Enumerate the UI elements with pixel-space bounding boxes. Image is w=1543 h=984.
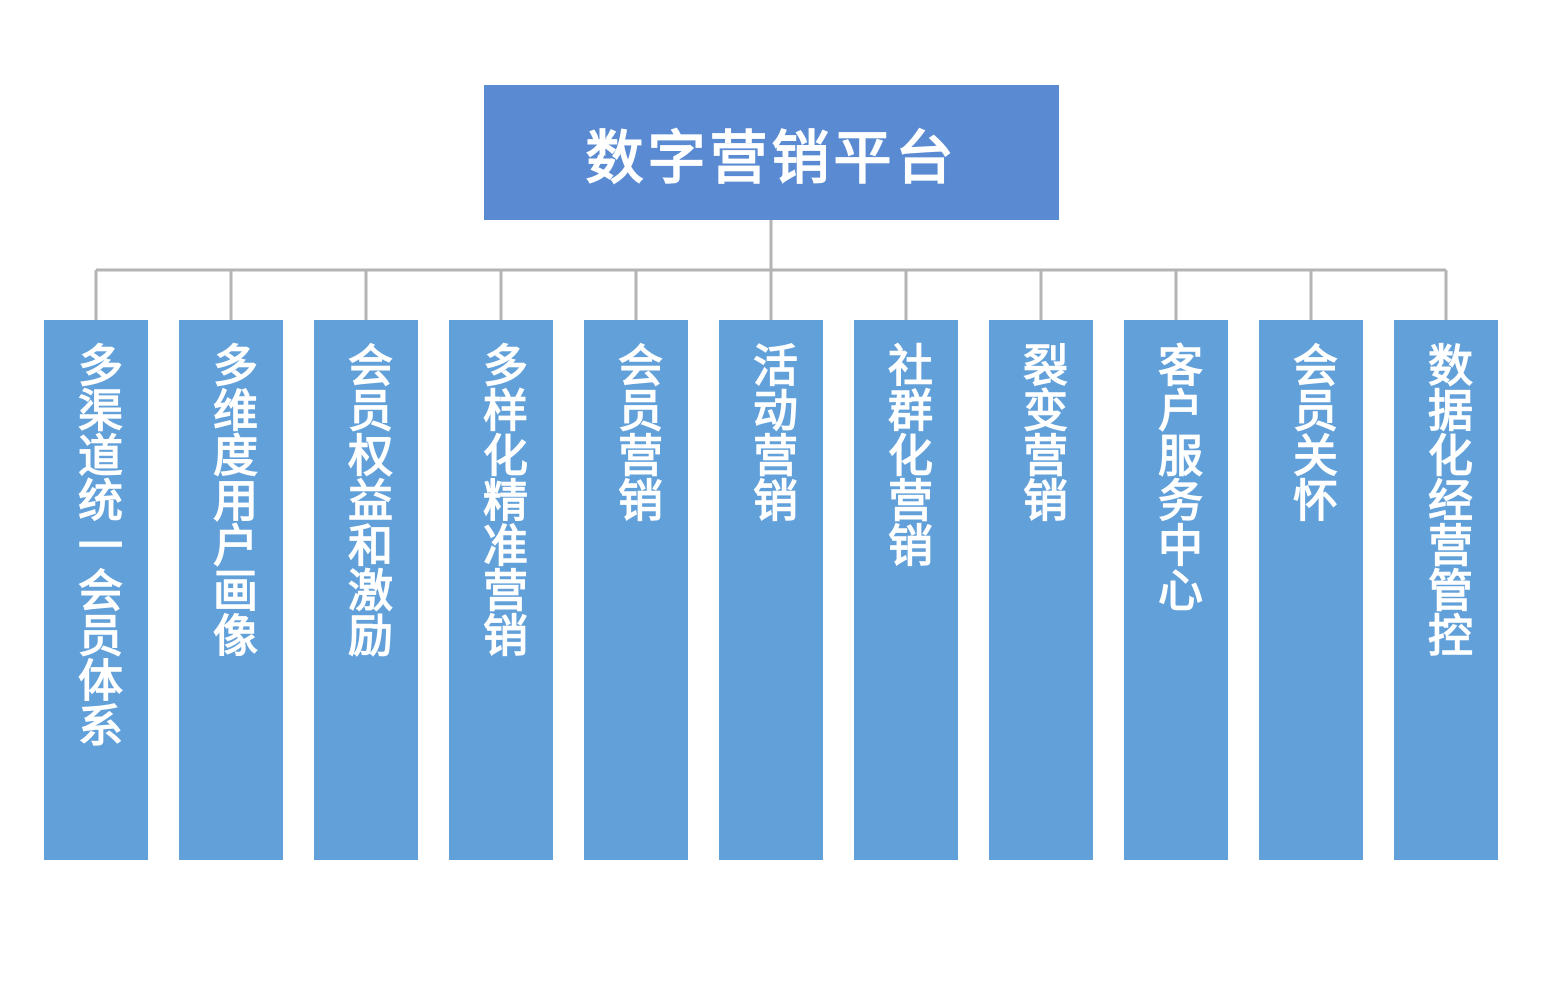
child-node-2: 多维度用户画像 [179, 320, 283, 860]
child-label-7: 社群化营销 [880, 342, 933, 567]
child-label-9: 客户服务中心 [1150, 342, 1203, 612]
child-label-5: 会员营销 [610, 342, 663, 522]
child-node-5: 会员营销 [584, 320, 688, 860]
child-node-6: 活动营销 [719, 320, 823, 860]
child-label-6: 活动营销 [745, 342, 798, 522]
child-label-8: 裂变营销 [1015, 342, 1068, 522]
root-label: 数字营销平台 [585, 123, 958, 192]
child-label-10: 会员关怀 [1285, 342, 1338, 522]
root-node: 数字营销平台 [484, 85, 1059, 220]
child-node-3: 会员权益和激励 [314, 320, 418, 860]
child-label-11: 数据化经营管控 [1420, 342, 1473, 657]
child-label-4: 多样化精准营销 [475, 342, 528, 657]
child-label-2: 多维度用户画像 [205, 342, 258, 657]
child-node-10: 会员关怀 [1259, 320, 1363, 860]
child-label-3: 会员权益和激励 [340, 342, 393, 657]
child-label-1: 多渠道统一会员体系 [70, 342, 123, 747]
child-node-11: 数据化经营管控 [1394, 320, 1498, 860]
child-node-9: 客户服务中心 [1124, 320, 1228, 860]
child-node-1: 多渠道统一会员体系 [44, 320, 148, 860]
child-node-4: 多样化精准营销 [449, 320, 553, 860]
child-node-7: 社群化营销 [854, 320, 958, 860]
child-node-8: 裂变营销 [989, 320, 1093, 860]
